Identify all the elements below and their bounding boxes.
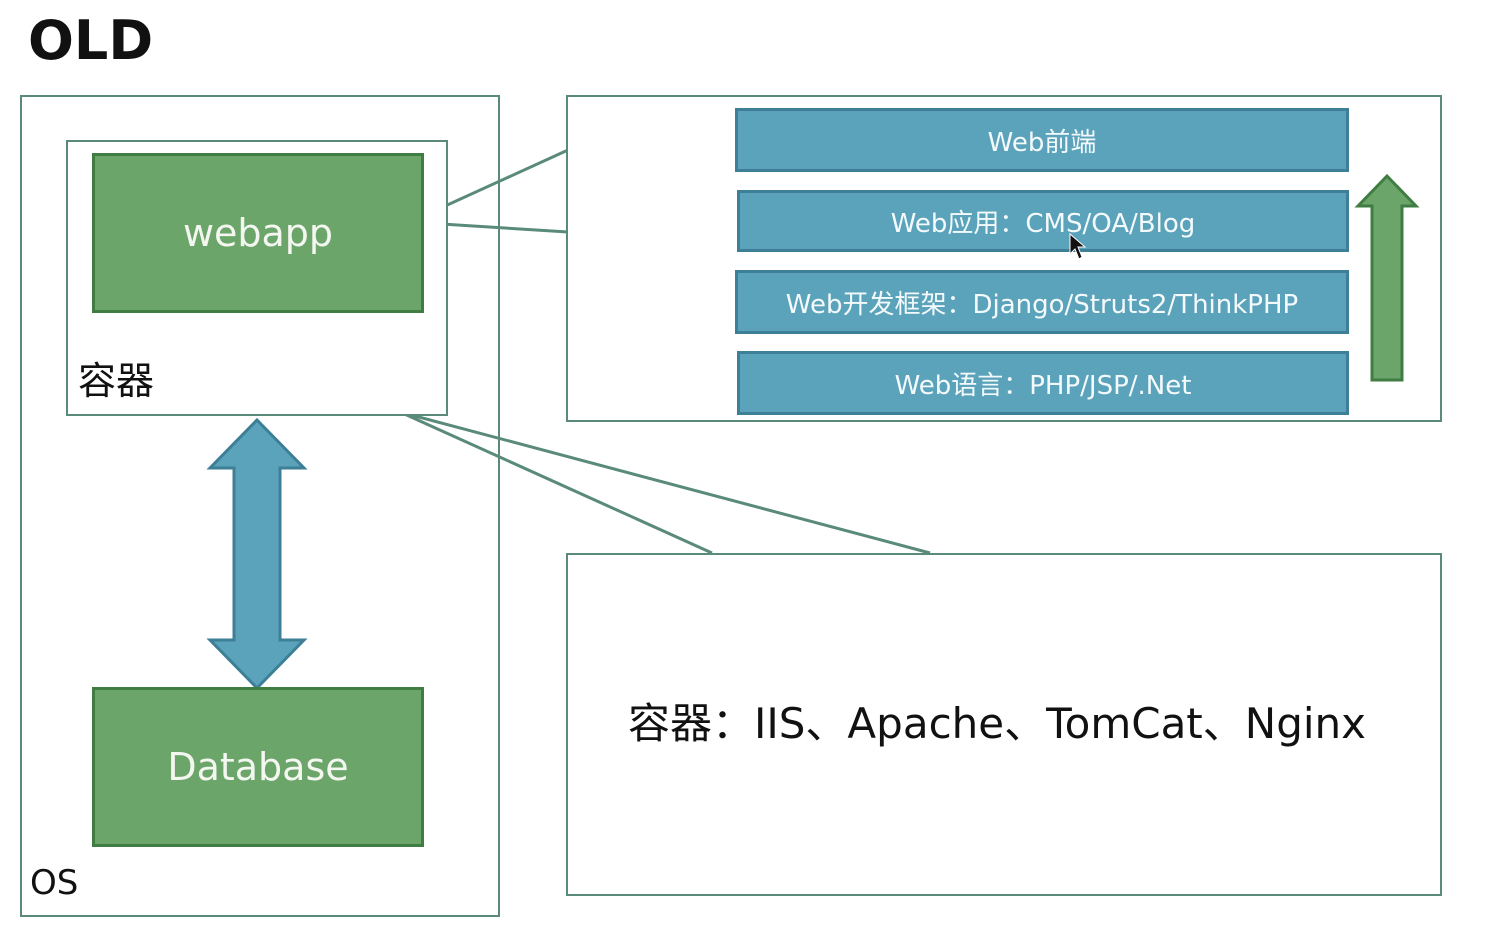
container-label: 容器	[78, 359, 155, 403]
database-node: Database	[92, 687, 424, 847]
stack-layer-frontend: Web前端	[735, 108, 1349, 172]
stack-layer-language: Web语言：PHP/JSP/.Net	[737, 351, 1349, 415]
container-examples-text: 容器：IIS、Apache、TomCat、Nginx	[628, 699, 1366, 748]
webapp-label: webapp	[182, 211, 334, 255]
webapp-node: webapp	[92, 153, 424, 313]
page-title: OLD	[28, 9, 154, 72]
up-arrow-icon	[1354, 173, 1420, 382]
stack-layer-label: Web应用：CMS/OA/Blog	[890, 208, 1196, 239]
stack-layer-label: Web语言：PHP/JSP/.Net	[894, 370, 1192, 401]
stack-layer-label: Web开发框架：Django/Struts2/ThinkPHP	[785, 289, 1299, 320]
stack-layer-label: Web前端	[987, 127, 1097, 158]
stack-layer-application: Web应用：CMS/OA/Blog	[737, 190, 1349, 252]
mouse-cursor-icon	[1069, 232, 1087, 260]
os-box	[20, 95, 500, 917]
container-examples-panel	[566, 553, 1442, 896]
database-label: Database	[167, 745, 349, 789]
stack-layer-framework: Web开发框架：Django/Struts2/ThinkPHP	[735, 270, 1349, 334]
os-label: OS	[30, 863, 79, 903]
